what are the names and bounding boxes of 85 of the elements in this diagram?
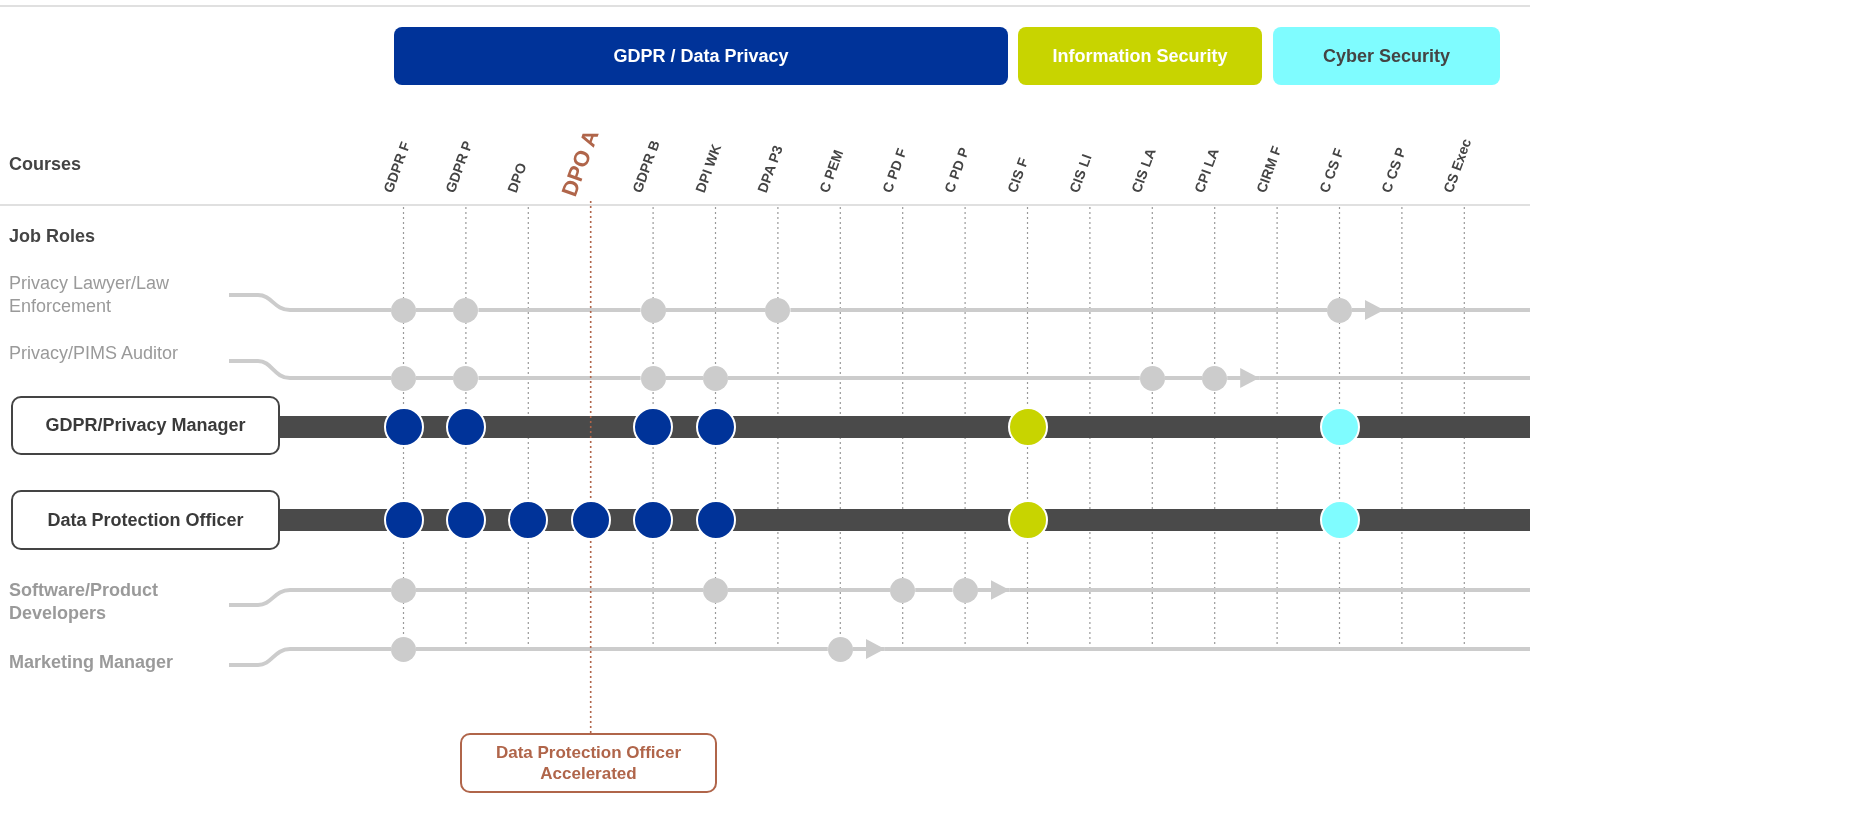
category-header: Cyber Security [1273,27,1500,85]
track-arrow [1227,368,1260,388]
track-line [229,359,391,380]
category-header: Information Security [1018,27,1262,85]
course-dot [453,297,479,323]
track-line [229,588,391,607]
leader-line [589,200,592,734]
track-line [416,308,454,312]
course-dot [765,297,791,323]
track-bar [1043,509,1324,531]
track-bar [1043,416,1324,438]
course-dot [1327,297,1352,323]
course-dot [391,636,416,662]
track-line [790,308,1327,312]
course-label: C CS F [1315,146,1348,195]
course-label: DPO [504,160,531,195]
track-line [416,647,828,651]
course-dot [703,577,728,603]
track-line [1164,376,1203,380]
course-dot [640,297,666,323]
category-header: GDPR / Data Privacy [394,27,1008,85]
track-arrow [852,639,885,659]
course-label: CIRM F [1253,143,1286,195]
track-line [478,308,641,312]
course-label: CPI LA [1190,146,1223,195]
course-label: CS Exec [1440,136,1476,195]
track-bar [419,416,450,438]
course-dot [827,636,853,662]
course-dot [391,297,416,323]
track-bar [280,416,388,438]
course-dot [952,577,978,603]
course-label: CIS LA [1128,146,1160,195]
track-bar [1355,509,1530,531]
track-bar [481,416,638,438]
course-dot [890,577,916,603]
course-label: GDPR P [441,138,477,195]
course-label: C CS P [1377,145,1410,195]
track-bar [419,509,450,531]
course-label: GDPR B [629,138,664,195]
course-dot [391,577,416,603]
role-label: Privacy Lawyer/Law Enforcement [9,272,229,318]
track-bar [669,416,700,438]
track-arrow [1352,300,1384,320]
role-label: Marketing Manager [9,651,229,674]
course-label: CIS LI [1065,151,1096,195]
course-dot [703,365,728,391]
course-dot [1202,365,1228,391]
course-label: DPO A [556,126,605,200]
course-dot [391,365,416,391]
role-box: GDPR/Privacy Manager [11,396,280,455]
course-label: DPI WK [691,141,725,195]
track-bar [544,509,575,531]
role-box: Data Protection Officer [11,490,280,550]
axis-label: Job Roles [9,226,96,247]
course-label: CIS F [1003,155,1032,195]
track-line [478,376,641,380]
track-bar [481,509,513,531]
callout-box: Data Protection Officer Accelerated [460,733,717,793]
axis-label: Courses [9,154,82,175]
track-bar [606,509,638,531]
role-label: Software/Product Developers [9,579,229,625]
track-line [416,376,454,380]
track-bar [280,509,388,531]
track-arrow [977,580,1010,600]
course-label: C PEM [816,147,848,195]
track-line [229,647,391,667]
track-line [915,588,953,592]
course-dot [453,365,479,391]
track-line [229,293,391,312]
track-line [728,588,891,592]
track-bar [669,509,700,531]
track-line [728,376,1140,380]
course-label: C PD P [941,145,974,195]
role-label: Privacy/PIMS Auditor [9,342,229,365]
course-dot [640,365,666,391]
course-label: C PD F [878,146,911,195]
track-bar [731,509,1012,531]
course-label: DPA P3 [753,143,787,195]
track-line [416,588,703,592]
track-line [665,308,766,312]
track-bar [731,416,1012,438]
course-label: GDPR F [379,139,414,195]
course-dot [1139,365,1165,391]
track-bar [1355,416,1530,438]
track-line [665,376,703,380]
